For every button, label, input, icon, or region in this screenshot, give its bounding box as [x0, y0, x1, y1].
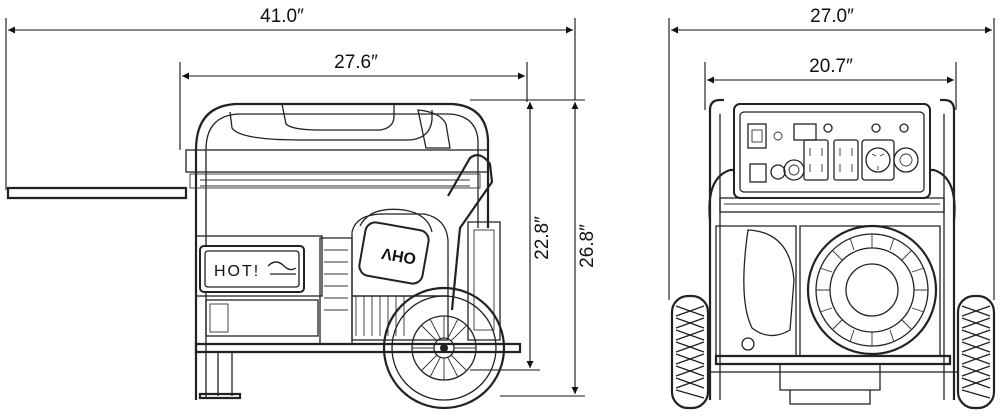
generator-front-view: [670, 98, 996, 410]
engine-brand-label: OHV: [380, 244, 417, 267]
hot-warning-label: HOT!: [214, 263, 260, 280]
generator-side-view: HOT! OHV: [6, 102, 522, 410]
side-dimensions: 41.0″ 27.6″ 22.8″ 26.8″: [5, 6, 598, 397]
recoil-starter: [806, 224, 938, 356]
dimension-label-frame-width: 20.7″: [809, 56, 853, 77]
hot-symbol-icon: [267, 261, 297, 271]
front-dimensions: 27.0″ 20.7″: [668, 6, 995, 300]
round-outlet-icon: [893, 147, 919, 173]
dimension-label-overall-length: 41.0″: [260, 6, 304, 27]
front-left-wheel: [670, 294, 710, 410]
side-frame-tube: [194, 102, 490, 400]
dimension-label-overall-width: 27.0″: [810, 6, 854, 27]
handle-bar: [6, 186, 188, 200]
side-wheel: [382, 286, 506, 410]
panel-switch-icon: [747, 123, 767, 149]
control-panel: [733, 103, 931, 199]
dimension-label-frame-length: 27.6″: [334, 52, 378, 73]
outlet-2-icon: [833, 139, 859, 181]
panel-button-icon: [770, 164, 786, 180]
outlet-1-icon: [803, 139, 829, 181]
dimension-label-overall-height: 26.8″: [577, 224, 598, 268]
dimension-label-frame-height: 22.8″: [532, 216, 553, 260]
front-right-wheel: [956, 294, 996, 410]
